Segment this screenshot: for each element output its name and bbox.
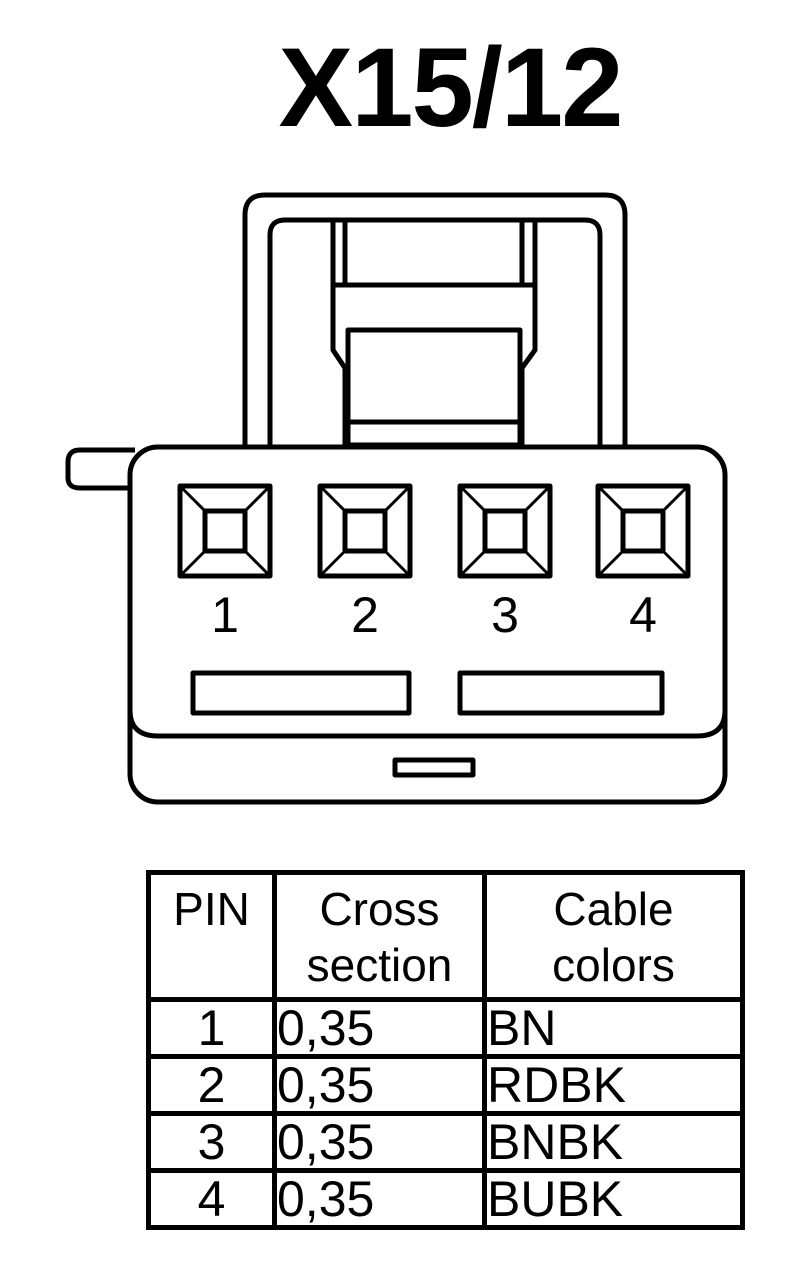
cell-pin: 3	[146, 1111, 277, 1173]
cell-cable-color: RDBK	[482, 1054, 745, 1116]
connector-housing	[127, 444, 728, 805]
pin-cavity-3	[457, 483, 553, 579]
pin-cavity-4	[595, 483, 691, 579]
pin-cavities: 1 2 3 4	[177, 483, 691, 643]
pin-number-label: 2	[351, 587, 379, 643]
cell-pin: 2	[146, 1054, 277, 1116]
cell-cross-section: 0,35	[272, 997, 487, 1059]
connector-drawing: 1 2 3 4	[65, 192, 728, 805]
table-row: 4 0,35 BUBK	[146, 1168, 745, 1230]
latch-bracket	[242, 192, 628, 448]
pin-number-label: 1	[211, 587, 239, 643]
header-pin: PIN	[146, 870, 277, 1002]
cell-cross-section: 0,35	[272, 1054, 487, 1116]
pin-cavity-2	[317, 483, 413, 579]
cell-cable-color: BNBK	[482, 1111, 745, 1173]
cell-cable-color: BUBK	[482, 1168, 745, 1230]
side-tab	[65, 447, 135, 491]
table-row: 3 0,35 BNBK	[146, 1111, 745, 1173]
table-row: 2 0,35 RDBK	[146, 1054, 745, 1116]
pin-number-label: 3	[491, 587, 519, 643]
cell-pin: 4	[146, 1168, 277, 1230]
pin-number-label: 4	[629, 587, 657, 643]
cell-pin: 1	[146, 997, 277, 1059]
cell-cable-color: BN	[482, 997, 745, 1059]
cell-cross-section: 0,35	[272, 1111, 487, 1173]
connector-title: X15/12	[278, 25, 624, 150]
table-row: 1 0,35 BN	[146, 997, 745, 1059]
pin-cavity-1	[177, 483, 273, 579]
cell-cross-section: 0,35	[272, 1168, 487, 1230]
